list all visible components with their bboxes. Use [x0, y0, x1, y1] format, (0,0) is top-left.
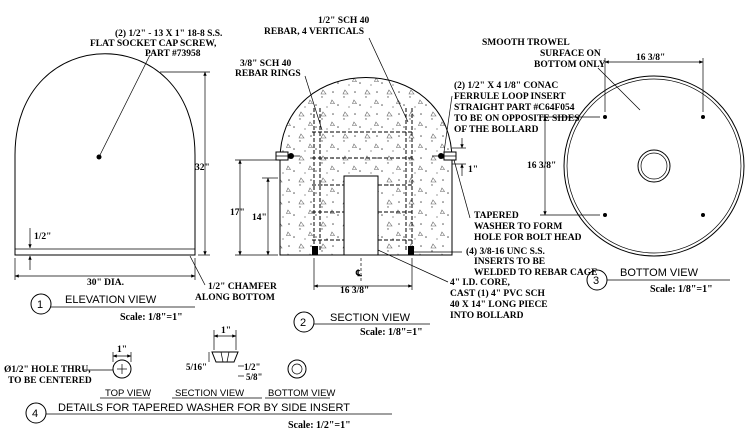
detail-bottom-washer-outer	[287, 359, 307, 379]
washer-details: 1" Ø1/2" HOLE THRU, TO BE CENTERED TOP V…	[4, 326, 392, 431]
bottom-outline-inner	[566, 78, 742, 254]
elevation-chamfer-label-1: 1/2" CHAMFER	[208, 282, 277, 292]
elevation-chamfer-dim: 1/2"	[34, 232, 51, 242]
section-ferrule-label-5: OF THE BOLLARD	[454, 125, 539, 135]
elevation-height-dim: 32"	[195, 163, 210, 173]
section-view-number-circle	[293, 311, 315, 333]
section-bollard-body	[279, 77, 453, 256]
bottom-trowel-label-2: SURFACE ON	[540, 49, 601, 59]
bottom-scale: Scale: 1/8"=1"	[650, 284, 713, 295]
section-inserts-label-3: WELDED TO REBAR CAGE	[474, 268, 597, 278]
detail-top-dim: 1"	[117, 345, 127, 355]
details-number-circle	[25, 402, 47, 424]
detail-hole-label-1: Ø1/2" HOLE THRU,	[4, 365, 91, 375]
section-core-label-4: INTO BOLLARD	[450, 311, 524, 321]
bottom-core-outer	[637, 149, 671, 183]
elevation-width-dim: 30" DIA.	[87, 278, 124, 288]
elevation-cap-screw-label-2: FLAT SOCKET CAP SCREW,	[90, 39, 217, 49]
section-rebar-label-2: REBAR, 4 VERTICALS	[264, 27, 364, 37]
elevation-view-title: ELEVATION VIEW	[65, 294, 157, 306]
section-dim-14: 14"	[252, 213, 267, 223]
section-view-title: SECTION VIEW	[330, 312, 411, 324]
elevation-bollard-outline	[14, 53, 196, 256]
detail-section-dim-left: 5/16"	[186, 362, 207, 372]
detail-section-dim-r1: 1/2"	[244, 362, 261, 372]
bottom-insert-1	[603, 115, 607, 119]
bottom-insert-3	[603, 213, 607, 217]
detail-section-dim-top: 1"	[221, 326, 231, 336]
section-view-number: 2	[300, 317, 306, 329]
detail-bottom-washer-inner	[291, 363, 303, 375]
section-rings-label-1: 3/8" SCH 40	[240, 59, 291, 69]
bottom-dim-v: 16 3/8"	[527, 161, 556, 171]
bottom-view-number: 3	[593, 275, 599, 287]
elevation-view-number: 1	[37, 299, 43, 311]
elevation-scale: Scale: 1/8"=1"	[120, 312, 183, 323]
detail-section-title: SECTION VIEW	[175, 388, 244, 399]
section-rebar-label-1: 1/2" SCH 40	[318, 16, 369, 26]
section-ferrule-label-1: (2) 1/2" X 4 1/8" CONAC	[454, 80, 558, 91]
bottom-trowel-label-3: BOTTOM ONLY	[534, 60, 606, 70]
elevation-view: (2) 1/2" - 13 X 1" 18-8 S.S. FLAT SOCKET…	[14, 28, 277, 323]
bottom-trowel-label-1: SMOOTH TROWEL	[482, 38, 570, 48]
section-washer-label-1: TAPERED	[474, 211, 519, 221]
elevation-view-number-circle	[30, 293, 52, 315]
section-inserts-label-2: INSERTS TO BE	[474, 257, 545, 267]
section-width-dim: 16 3/8"	[340, 286, 369, 296]
section-ferrule-label-4: TO BE ON OPPOSITE SIDES	[454, 114, 579, 124]
detail-bottom-title: BOTTOM VIEW	[268, 388, 335, 399]
detail-hole-label-2: TO BE CENTERED	[8, 376, 92, 386]
section-one-inch-dim: 1"	[468, 165, 478, 175]
section-ferrule-right	[432, 151, 457, 161]
detail-section-dim-r2: 5/8"	[246, 372, 263, 382]
elevation-insert-dot	[96, 154, 102, 160]
section-core-label-3: 40 X 14" LONG PIECE	[450, 300, 548, 310]
elevation-chamfer-label-2: ALONG BOTTOM	[195, 293, 275, 303]
bottom-view-title: BOTTOM VIEW	[620, 267, 699, 279]
section-core-label-2: CAST (1) 4" PVC SCH	[450, 288, 545, 299]
section-centerline: ℄	[355, 268, 362, 278]
section-ferrule-left	[275, 151, 300, 161]
details-scale: Scale: 1/2"=1"	[288, 420, 351, 431]
section-washer-label-3: HOLE FOR BOLT HEAD	[474, 233, 582, 243]
detail-section-washer	[211, 351, 239, 363]
bottom-core-inner	[640, 152, 668, 180]
section-rings-label-2: REBAR RINGS	[235, 69, 301, 79]
section-insert-left	[312, 246, 318, 255]
details-title: DETAILS FOR TAPERED WASHER FOR BY SIDE I…	[58, 402, 350, 414]
section-inserts-label-1: (4) 3/8-16 UNC S.S.	[466, 246, 545, 257]
section-pvc-core	[343, 175, 379, 256]
section-scale: Scale: 1/8"=1"	[360, 327, 423, 338]
section-view: 1/2" SCH 40 REBAR, 4 VERTICALS 3/8" SCH …	[230, 16, 597, 338]
section-core-label-1: 4" I.D. CORE,	[450, 278, 511, 288]
elevation-cap-screw-label-3: PART #73958	[145, 49, 201, 59]
bottom-outline-outer	[563, 75, 745, 257]
section-ferrule-label-3: STRAIGHT PART #C64F054	[454, 103, 575, 113]
details-number: 4	[32, 408, 38, 420]
section-dim-17: 17"	[230, 208, 245, 218]
bottom-dim-h: 16 3/8"	[636, 53, 665, 63]
section-insert-right	[408, 246, 414, 255]
section-ferrule-label-2: FERRULE LOOP INSERT	[454, 92, 566, 102]
bottom-insert-4	[701, 213, 705, 217]
detail-top-washer	[112, 359, 132, 379]
section-washer-label-2: WASHER TO FORM	[474, 222, 562, 232]
bottom-insert-2	[701, 115, 705, 119]
detail-top-title: TOP VIEW	[105, 388, 151, 399]
elevation-cap-screw-label-1: (2) 1/2" - 13 X 1" 18-8 S.S.	[115, 28, 222, 39]
bottom-view: 16 3/8" 16 3/8" SMOOTH TROWEL SURFACE ON…	[482, 38, 745, 295]
